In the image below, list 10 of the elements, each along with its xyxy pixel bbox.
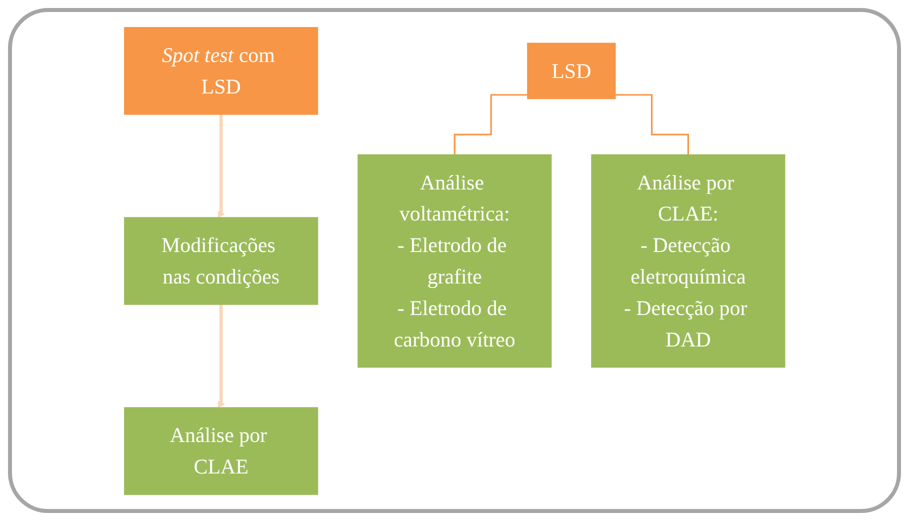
node-box: Spot test com LSD [124,26,318,114]
node-box: Análise voltamétrica: - Eletrodo de grafite - Eletrodo de carbono vítreo [357,154,552,368]
arrow [217,302,224,408]
node-box: Análise por CLAE [124,406,318,494]
node-box: Análise por CLAE: - Detecção eletroquímica - Detecção por DAD [591,154,786,368]
connector [454,94,528,155]
node-box: LSD [526,42,616,99]
node-box: Modificações nas condições [124,216,318,304]
arrow [217,112,224,218]
connector [615,94,689,155]
